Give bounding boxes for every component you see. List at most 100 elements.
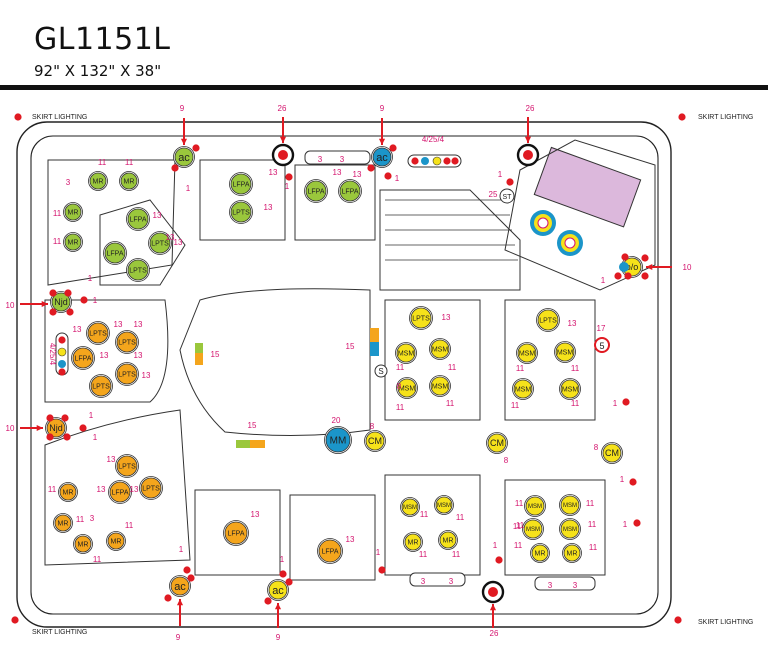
ac-jet-label: ac (174, 581, 186, 593)
yellow-dot (432, 156, 442, 166)
mr-jet (439, 531, 457, 549)
ac-jet (170, 576, 190, 596)
number-callout: 11 (589, 543, 598, 552)
number-callout: 13 (346, 535, 355, 544)
seat-outline-se2 (504, 479, 606, 576)
number-callout: 1 (395, 174, 400, 183)
cm-jet (487, 433, 507, 453)
lfpa-jet-label: LFPA (233, 181, 250, 188)
number-callout: 11 (516, 364, 525, 373)
number-callout: 26 (526, 104, 535, 113)
number-callout: 13 (142, 371, 151, 380)
number-callout: 13 (269, 168, 278, 177)
number-callout: 3 (90, 514, 95, 523)
mr-jet-label: MR (408, 539, 419, 546)
number-callout: 1 (93, 433, 98, 442)
lpts-jet (87, 322, 109, 344)
msm-jet-label: MSM (526, 527, 540, 533)
red-dot (621, 253, 629, 261)
msm-jet-label: MSM (563, 527, 577, 533)
number-callout: 3 (421, 577, 426, 586)
lfpa-jet (339, 180, 361, 202)
lfpa-jet-label: LFPA (130, 216, 147, 223)
ac-jet-label: ac (376, 152, 388, 164)
number-callout: 26 (490, 629, 499, 638)
number-callout: 3 (449, 577, 454, 586)
number-callout: 13 (333, 168, 342, 177)
model-title: GL1151L (34, 22, 171, 57)
msm-jet (523, 519, 543, 539)
msm-jet-label: MSM (557, 349, 574, 356)
mr-jet (563, 544, 581, 562)
number-callout: 1 (285, 182, 290, 191)
lpts-jet (149, 232, 171, 254)
number-callout: 20 (332, 416, 341, 425)
number-callout: 1 (376, 548, 381, 557)
arrow-head (36, 424, 43, 432)
lpts-jet (116, 455, 138, 477)
number-callout: 8 (504, 456, 509, 465)
number-callout: 1 (93, 296, 98, 305)
arrow-head (176, 599, 184, 606)
number-callout: 15 (248, 421, 257, 430)
red-dot (58, 368, 66, 376)
number-callout: 9 (176, 633, 181, 642)
number-callout: 13 (442, 313, 451, 322)
number-callout: 13 (174, 238, 183, 247)
red-dot (63, 433, 71, 441)
mr-jet-label: MR (535, 550, 546, 557)
number-callout: 4/25/4 (48, 343, 57, 366)
number-callout: 13 (97, 485, 106, 494)
dimensions-label: 92" X 132" X 38" (34, 62, 162, 80)
number-callout: 11 (515, 499, 524, 508)
red-dot (187, 574, 195, 582)
mr-jet (89, 172, 107, 190)
number-callout: 13 (130, 485, 139, 494)
number-callout: 1 (280, 555, 285, 564)
number-callout: 10 (6, 424, 15, 433)
red-dot (66, 308, 74, 316)
red-dot (49, 308, 57, 316)
blue-dot (58, 360, 66, 368)
control-panel-screen (533, 146, 642, 228)
red-dot (14, 113, 22, 121)
number-callout: 13 (166, 233, 175, 242)
arrow-head (646, 263, 653, 271)
number-callout: 11 (511, 401, 520, 410)
number-callout: 11 (516, 521, 525, 530)
number-callout: 1 (89, 411, 94, 420)
red-dot (624, 272, 632, 280)
number-callout: 8 (370, 422, 375, 431)
red-dot (506, 178, 514, 186)
red-dot (171, 164, 179, 172)
mm-jet-label: MM (330, 436, 347, 447)
number-callout: 11 (571, 399, 580, 408)
number-callout: 11 (448, 363, 457, 372)
seat-outline-nw-inner (99, 199, 186, 286)
msm-jet (517, 343, 537, 363)
msm-jet (401, 498, 419, 516)
lpts-jet (140, 477, 162, 499)
red-dot (79, 424, 87, 432)
msm-jet (430, 339, 450, 359)
number-callout: 10 (683, 263, 692, 272)
outer-shell (16, 121, 672, 628)
ac-jet (174, 147, 194, 167)
ac-jet (372, 147, 392, 167)
arrow-head (524, 136, 532, 143)
lpts-jet (116, 363, 138, 385)
lfpa-jet-label: LFPA (228, 530, 245, 537)
number-callout: 11 (48, 485, 57, 494)
msm-jet-label: MSM (562, 386, 579, 393)
lfpa-jet (127, 208, 149, 230)
msm-jet (396, 343, 416, 363)
lfpa-jet-label: LFPA (112, 489, 129, 496)
mr-jet (64, 233, 82, 251)
number-callout: 1 (186, 184, 191, 193)
lfpa-jet (230, 173, 252, 195)
equipment-area-outline (504, 139, 656, 291)
indicator (370, 328, 379, 342)
red-dot (279, 570, 287, 578)
msm-jet-label: MSM (432, 383, 449, 390)
red-dot (61, 414, 69, 422)
